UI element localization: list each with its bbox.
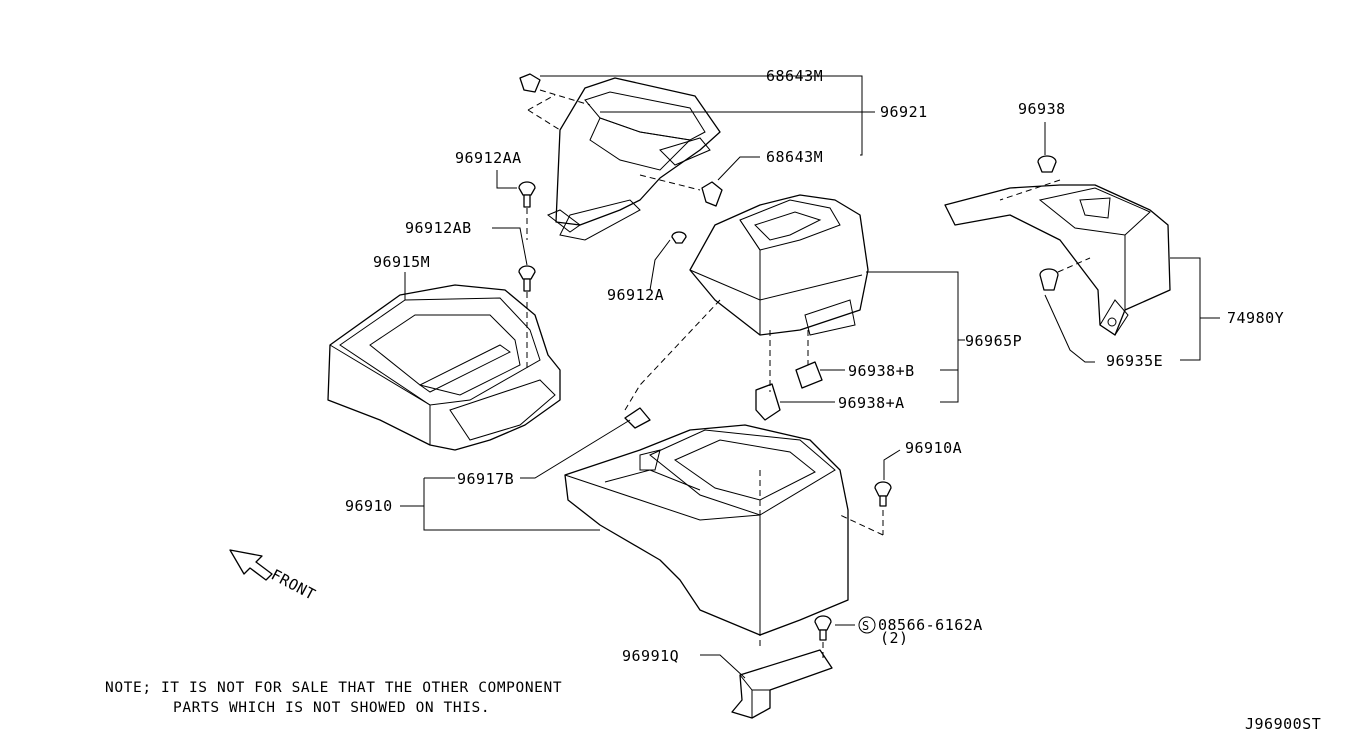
label-96912aa: 96912AA — [455, 149, 522, 167]
front-arrow: FRONT — [229, 549, 319, 604]
label-96915m: 96915M — [373, 253, 430, 271]
label-08566-qty: (2) — [880, 629, 909, 647]
label-96912ab: 96912AB — [405, 219, 472, 237]
part-labels: 68643M 96921 68643M 96912AA 96912AB 9691… — [345, 67, 1284, 665]
note-block: NOTE; IT IS NOT FOR SALE THAT THE OTHER … — [105, 680, 562, 716]
label-74980y: 74980Y — [1227, 309, 1284, 327]
part-96910 — [564, 424, 849, 636]
part-96915m — [327, 284, 561, 451]
fastener-parts — [518, 73, 1059, 641]
part-96921 — [547, 77, 721, 241]
label-96991q: 96991Q — [622, 647, 679, 665]
label-08566: 08566-6162A — [878, 616, 983, 634]
label-96938: 96938 — [1018, 100, 1066, 118]
label-96965p: 96965P — [965, 332, 1022, 350]
label-96938b: 96938+B — [848, 362, 915, 380]
label-96910: 96910 — [345, 497, 393, 515]
assembly-lines — [526, 89, 1091, 660]
label-96935e: 96935E — [1106, 352, 1163, 370]
part-96991q — [731, 649, 833, 719]
leader-lines — [400, 75, 1220, 679]
diagram-id: J96900ST — [1245, 715, 1321, 733]
s-symbol: S — [862, 619, 870, 633]
label-96912a: 96912A — [607, 286, 664, 304]
label-68643m-mid: 68643M — [766, 148, 823, 166]
label-96938a: 96938+A — [838, 394, 905, 412]
front-label: FRONT — [268, 566, 319, 604]
label-68643m-top: 68643M — [766, 67, 823, 85]
note-line-2: PARTS WHICH IS NOT SHOWED ON THIS. — [173, 700, 490, 716]
note-line-1: NOTE; IT IS NOT FOR SALE THAT THE OTHER … — [105, 680, 562, 696]
part-74980y — [944, 184, 1171, 336]
s-symbol-circle — [858, 616, 876, 634]
label-96921: 96921 — [880, 103, 928, 121]
label-96910a: 96910A — [905, 439, 962, 457]
part-96965p — [689, 194, 869, 336]
label-96917b: 96917B — [457, 470, 514, 488]
